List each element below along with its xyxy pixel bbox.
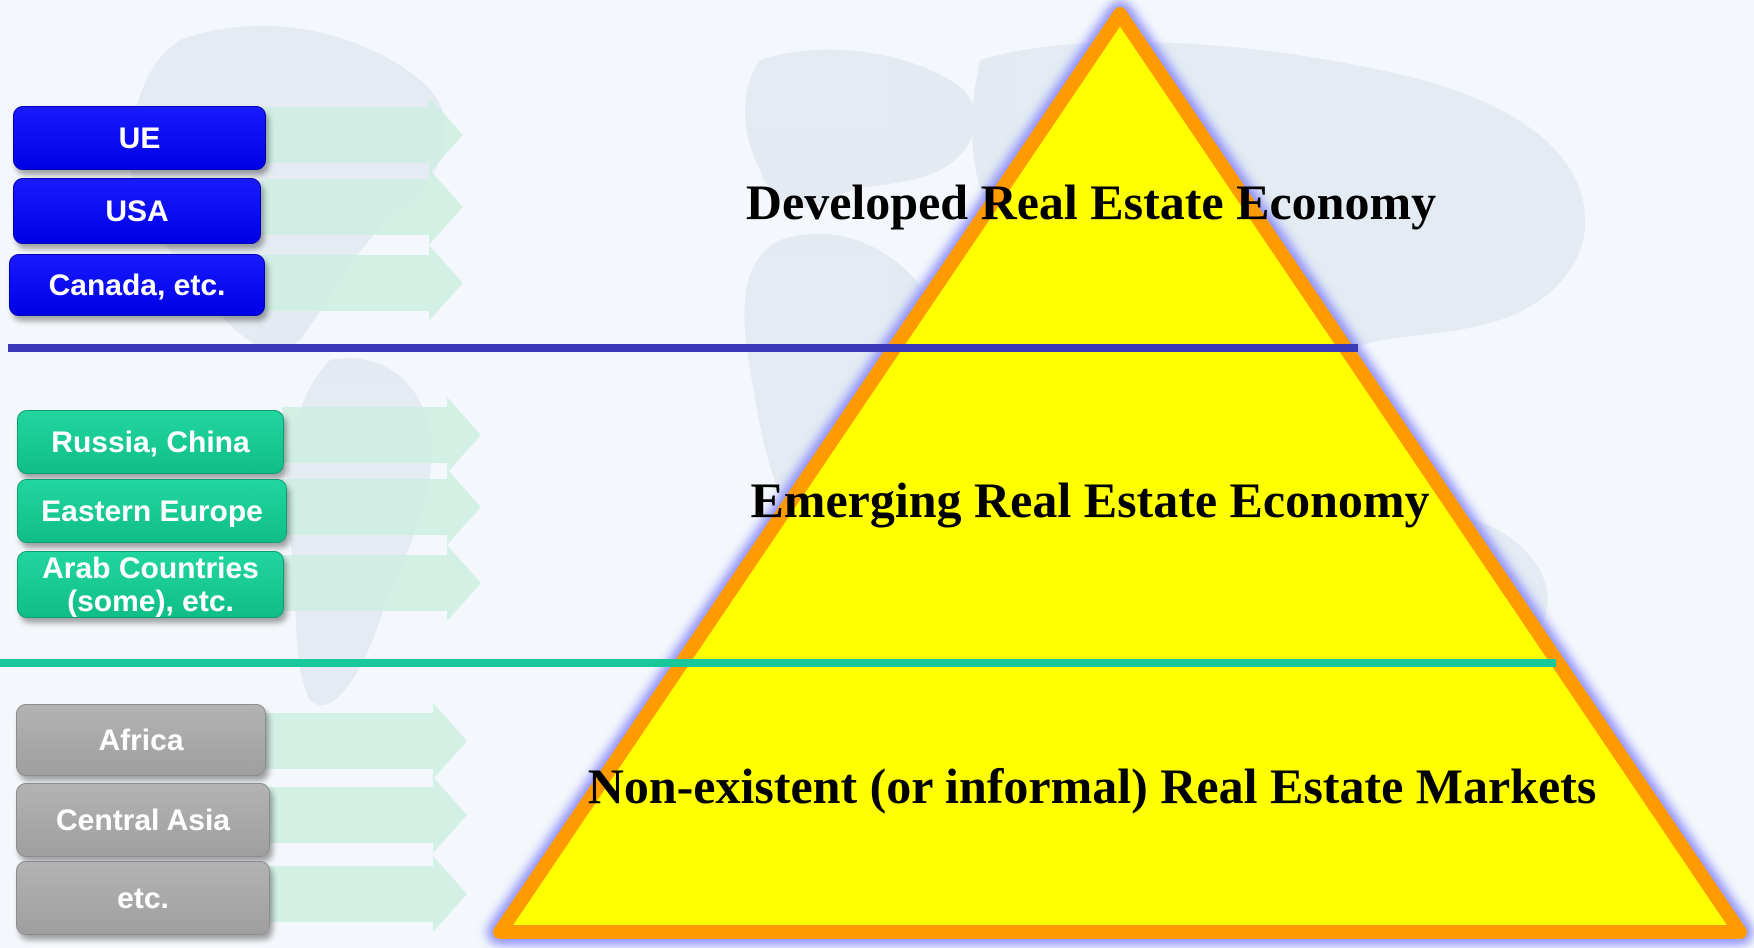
arrow-9 (264, 856, 467, 932)
region-label: Eastern Europe (41, 494, 263, 528)
arrow-2 (262, 169, 463, 245)
arrow-8 (264, 777, 467, 853)
region-box-3-3: etc. (16, 861, 270, 935)
arrow-1 (262, 97, 463, 173)
region-box-1-2: USA (13, 178, 261, 244)
region-box-2-3: Arab Countries (some), etc. (17, 551, 284, 618)
region-label: Arab Countries (some), etc. (42, 551, 259, 618)
region-label: UE (118, 121, 161, 155)
region-box-2-2: Eastern Europe (17, 479, 287, 543)
region-label: Central Asia (56, 803, 230, 837)
arrow-3 (262, 245, 463, 321)
pyramid-triangle (493, 7, 1747, 939)
arrow-6 (282, 545, 481, 621)
arrow-7 (264, 703, 467, 779)
arrow-4 (282, 397, 481, 473)
tier-label-2: Emerging Real Estate Economy (750, 472, 1430, 528)
region-box-1-3: Canada, etc. (9, 254, 265, 316)
tier-label-1: Developed Real Estate Economy (745, 174, 1437, 230)
region-label: USA (105, 194, 169, 228)
region-label: Canada, etc. (48, 268, 226, 302)
region-label: Russia, China (51, 425, 250, 459)
arrow-5 (282, 469, 481, 545)
tier-label-3: Non-existent (or informal) Real Estate M… (587, 758, 1597, 814)
region-box-2-1: Russia, China (17, 410, 284, 474)
region-label: etc. (117, 881, 169, 915)
region-box-3-2: Central Asia (16, 783, 270, 857)
region-box-3-1: Africa (16, 704, 266, 776)
region-label: Africa (98, 723, 184, 757)
region-box-1-1: UE (13, 106, 266, 170)
